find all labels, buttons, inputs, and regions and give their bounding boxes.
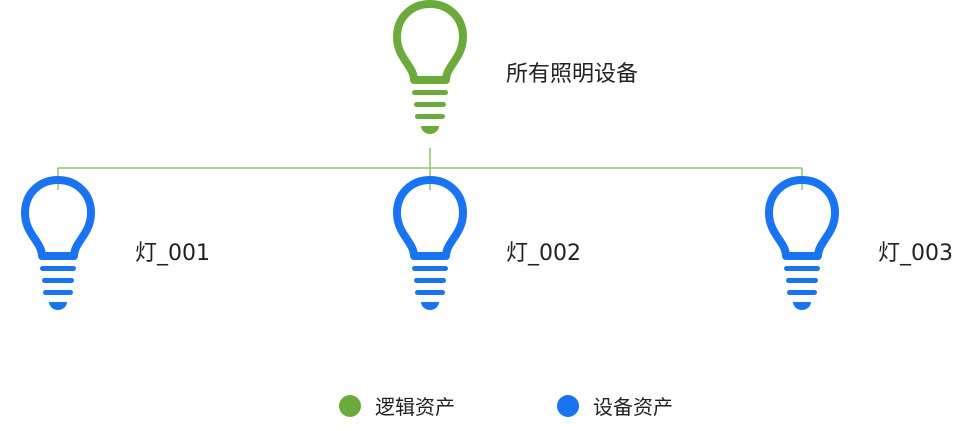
legend-label-device: 设备资产 bbox=[593, 395, 673, 419]
root-node-label: 所有照明设备 bbox=[506, 62, 639, 87]
legend-item-logical: 逻辑资产 bbox=[339, 391, 455, 420]
child-node-label-003: 灯_003 bbox=[878, 241, 953, 266]
child-node-label-001: 灯_001 bbox=[135, 241, 210, 266]
root-lightbulb-icon bbox=[393, 0, 467, 134]
lightbulb-icon-001 bbox=[21, 176, 95, 310]
legend-dot-device bbox=[557, 394, 579, 417]
legend-dot-logical bbox=[339, 394, 361, 417]
lightbulb-icon-003 bbox=[765, 176, 839, 310]
lightbulb-icon-002 bbox=[393, 176, 467, 310]
legend-item-device: 设备资产 bbox=[557, 391, 673, 420]
child-node-label-002: 灯_002 bbox=[506, 241, 581, 266]
legend-label-logical: 逻辑资产 bbox=[375, 395, 455, 419]
